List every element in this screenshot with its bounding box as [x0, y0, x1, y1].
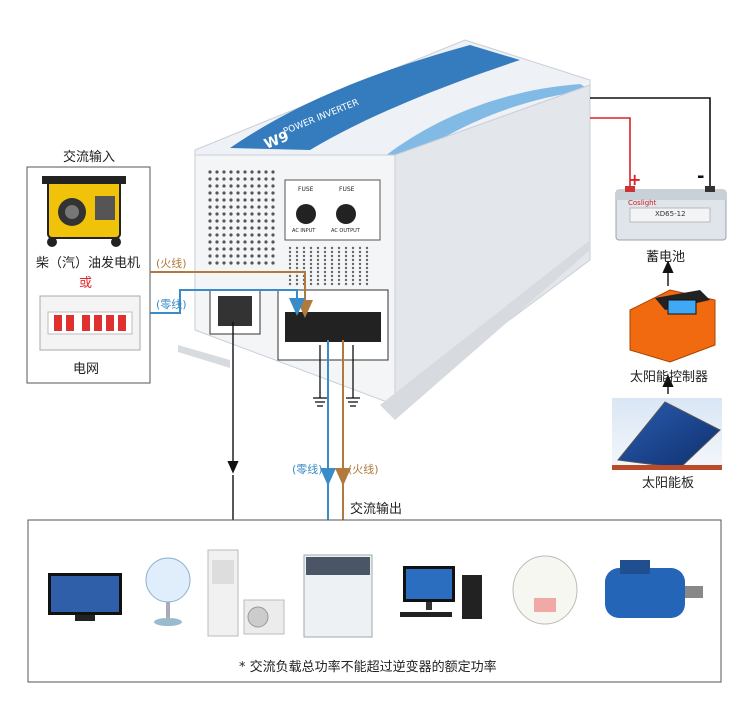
solar-controller-image: [629, 289, 716, 363]
ac-output-title: 交流输出: [350, 502, 403, 517]
fuse1-sub-label: AC INPUT: [292, 228, 316, 234]
input-live-wire-label: (火线): [156, 257, 187, 270]
solar-panel-label: 太阳能板: [642, 476, 695, 491]
rice-cooker-image: [512, 555, 578, 625]
input-neutral-wire-label: (零线): [156, 298, 187, 311]
input-live-wire: [150, 271, 313, 318]
computer-image: [400, 566, 482, 619]
air-conditioner-image: [207, 549, 285, 637]
fuse2-label: FUSE: [339, 186, 355, 193]
ac-input-box: [26, 166, 151, 384]
tv-image: [48, 573, 122, 621]
battery-label: 蓄电池: [646, 250, 686, 265]
grid-label: 电网: [73, 362, 100, 377]
battery-positive-wire: [590, 117, 631, 190]
output-neutral-wire-label: (零线): [292, 463, 323, 476]
fuse2-sub-label: AC OUTPUT: [331, 228, 360, 234]
diesel-generator-image: [42, 176, 126, 247]
washing-machine-image: [303, 554, 373, 638]
power-grid-breaker-image: [39, 295, 141, 351]
ac-output-box: [27, 519, 722, 683]
battery-negative-wire: [590, 97, 711, 190]
input-neutral-wire: [150, 289, 305, 316]
output-live-wire-label: (火线): [348, 463, 379, 476]
controller-label: 太阳能控制器: [630, 370, 709, 385]
battery-brand: Coslight: [628, 199, 657, 207]
battery-image: [615, 186, 727, 241]
battery-plus-sign: +: [628, 170, 642, 189]
battery-model: XD65-12: [655, 210, 686, 218]
footnote: * 交流负载总功率不能超过逆变器的额定功率: [239, 660, 497, 675]
fan-image: [145, 557, 191, 626]
electric-motor-image: [605, 560, 703, 618]
fuse1-label: FUSE: [298, 186, 314, 193]
solar-panel-image: [612, 398, 722, 470]
ground-symbols: [313, 345, 360, 407]
battery-minus-sign: -: [697, 166, 705, 187]
ac-input-title: 交流输入: [63, 150, 116, 165]
or-label: 或: [79, 276, 93, 291]
generator-label: 柴（汽）油发电机: [36, 256, 141, 271]
inverter-vents: [208, 170, 369, 286]
inverter-unit-image: [178, 39, 591, 420]
